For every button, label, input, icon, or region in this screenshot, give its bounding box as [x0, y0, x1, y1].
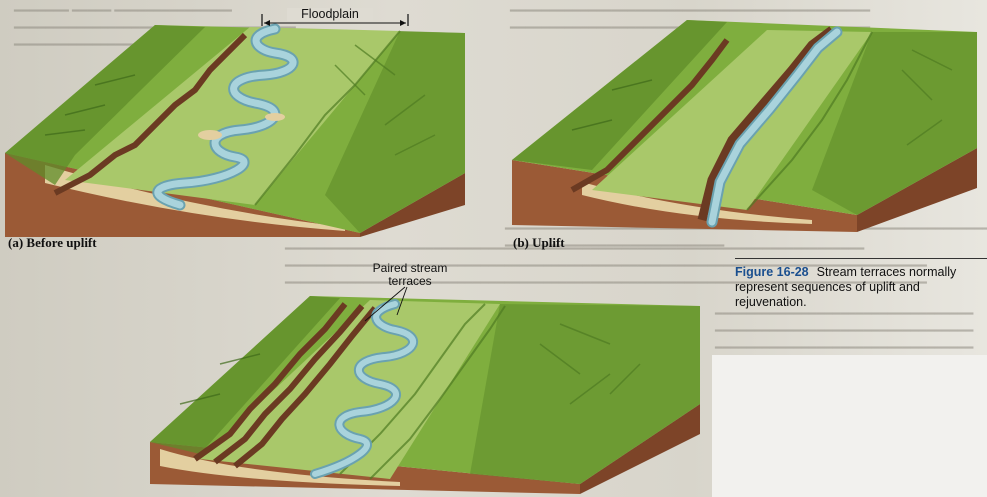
floodplain-label: Floodplain: [287, 8, 373, 21]
diagram-before-uplift: [5, 5, 465, 237]
figure-caption: Figure 16-28Stream terraces normally rep…: [735, 265, 983, 310]
blank-page-area: [712, 355, 987, 497]
panel-b-letter: (b): [513, 235, 529, 250]
diagram-uplift: [512, 10, 977, 232]
panel-a-title: Before uplift: [26, 235, 96, 250]
figure-number: Figure 16-28: [735, 265, 809, 279]
paired-terraces-leaders: [345, 285, 425, 325]
panel-a-letter: (a): [8, 235, 23, 250]
panel-b-caption: (b) Uplift: [513, 235, 565, 251]
panel-b-title: Uplift: [532, 235, 565, 250]
panel-a-caption: (a) Before uplift: [8, 235, 97, 251]
caption-rule: [735, 258, 987, 259]
